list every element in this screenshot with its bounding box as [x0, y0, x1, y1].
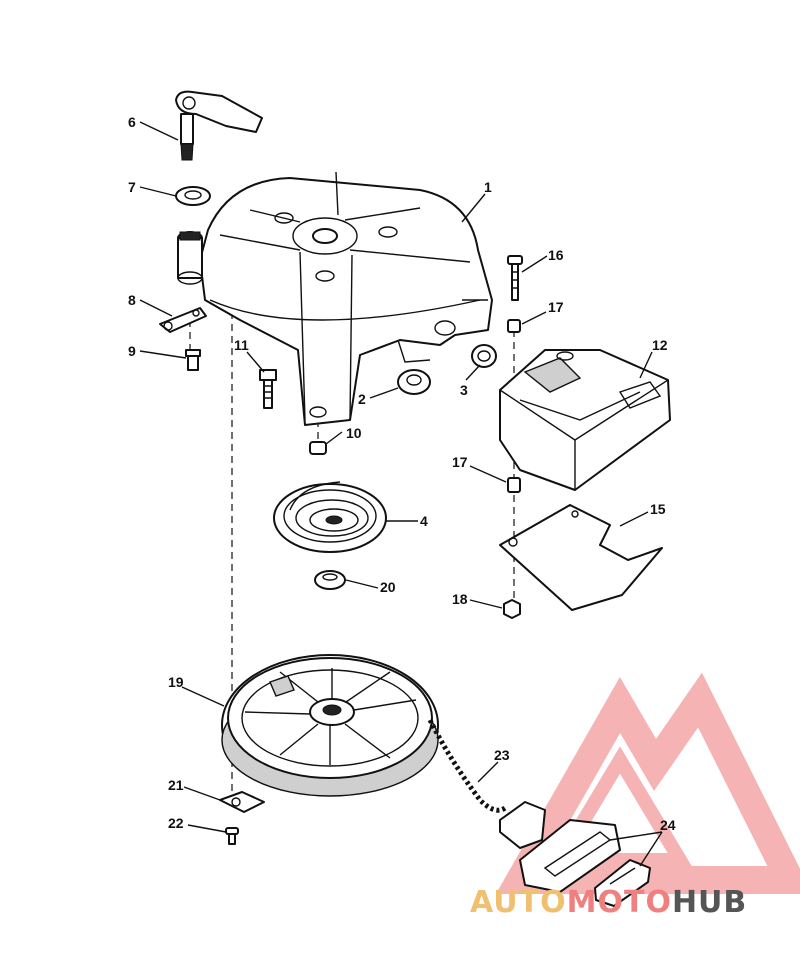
- starter-housing-part-1: [199, 171, 493, 426]
- callout-21: 21: [168, 777, 184, 793]
- watermark-text: AUTOMOTOHUB: [470, 885, 747, 920]
- ring-part-3: [471, 344, 497, 368]
- callout-19: 19: [168, 674, 184, 690]
- callout-2: 2: [358, 391, 366, 407]
- callout-17-lower: 17: [452, 454, 468, 470]
- recoil-spring-part-4: [273, 481, 387, 553]
- starter-rope-part-23: [427, 718, 507, 813]
- pawl-part-8: [159, 307, 207, 333]
- callout-23: 23: [494, 747, 510, 763]
- bolt-part-11: [259, 369, 277, 409]
- watermark-part-1: AUTO: [470, 885, 567, 920]
- callout-12: 12: [652, 337, 668, 353]
- rope-pulley-part-19: [221, 654, 439, 797]
- plate-part-15: [499, 504, 663, 611]
- callout-7: 7: [128, 179, 136, 195]
- svg-text:AUTOMOTOHUB: AUTOMOTOHUB: [470, 885, 747, 920]
- callout-1: 1: [484, 179, 492, 195]
- callout-24: 24: [660, 817, 676, 833]
- nut-part-18: [503, 599, 521, 619]
- callout-labels: 6 7 1 8 9 11 2 3 10 16 17 12 17 15 18 4 …: [128, 114, 676, 833]
- screw-part-9: [185, 349, 201, 371]
- bushing-part-20: [314, 570, 346, 590]
- callout-10: 10: [346, 425, 362, 441]
- callout-17-upper: 17: [548, 299, 564, 315]
- spacer-part-17-upper: [507, 319, 521, 333]
- callout-4: 4: [420, 513, 428, 529]
- callout-18: 18: [452, 591, 468, 607]
- sleeve-part-2: [397, 369, 431, 395]
- watermark-part-2: MOTO: [567, 885, 672, 920]
- callout-15: 15: [650, 501, 666, 517]
- screw-part-22: [225, 827, 239, 845]
- spacer-part-17-lower: [507, 477, 521, 493]
- callout-11: 11: [234, 337, 249, 353]
- handle-part-24: [499, 801, 651, 907]
- callout-22: 22: [168, 815, 184, 831]
- callout-9: 9: [128, 343, 136, 359]
- bushing-icon: [177, 231, 203, 285]
- callout-16: 16: [548, 247, 564, 263]
- leader-lines: [139, 121, 663, 867]
- screw-part-16: [507, 255, 523, 301]
- watermark-logo-icon: [495, 672, 800, 894]
- callout-20: 20: [380, 579, 396, 595]
- clip-part-21: [219, 791, 265, 813]
- bracket-part-12: [499, 349, 671, 491]
- callout-3: 3: [460, 382, 468, 398]
- callout-6: 6: [128, 114, 136, 130]
- callout-8: 8: [128, 292, 136, 308]
- watermark-part-3: HUB: [672, 885, 747, 920]
- nut-part-10: [309, 441, 327, 455]
- washer-part-7: [175, 186, 211, 206]
- lever-part-6: [175, 90, 263, 161]
